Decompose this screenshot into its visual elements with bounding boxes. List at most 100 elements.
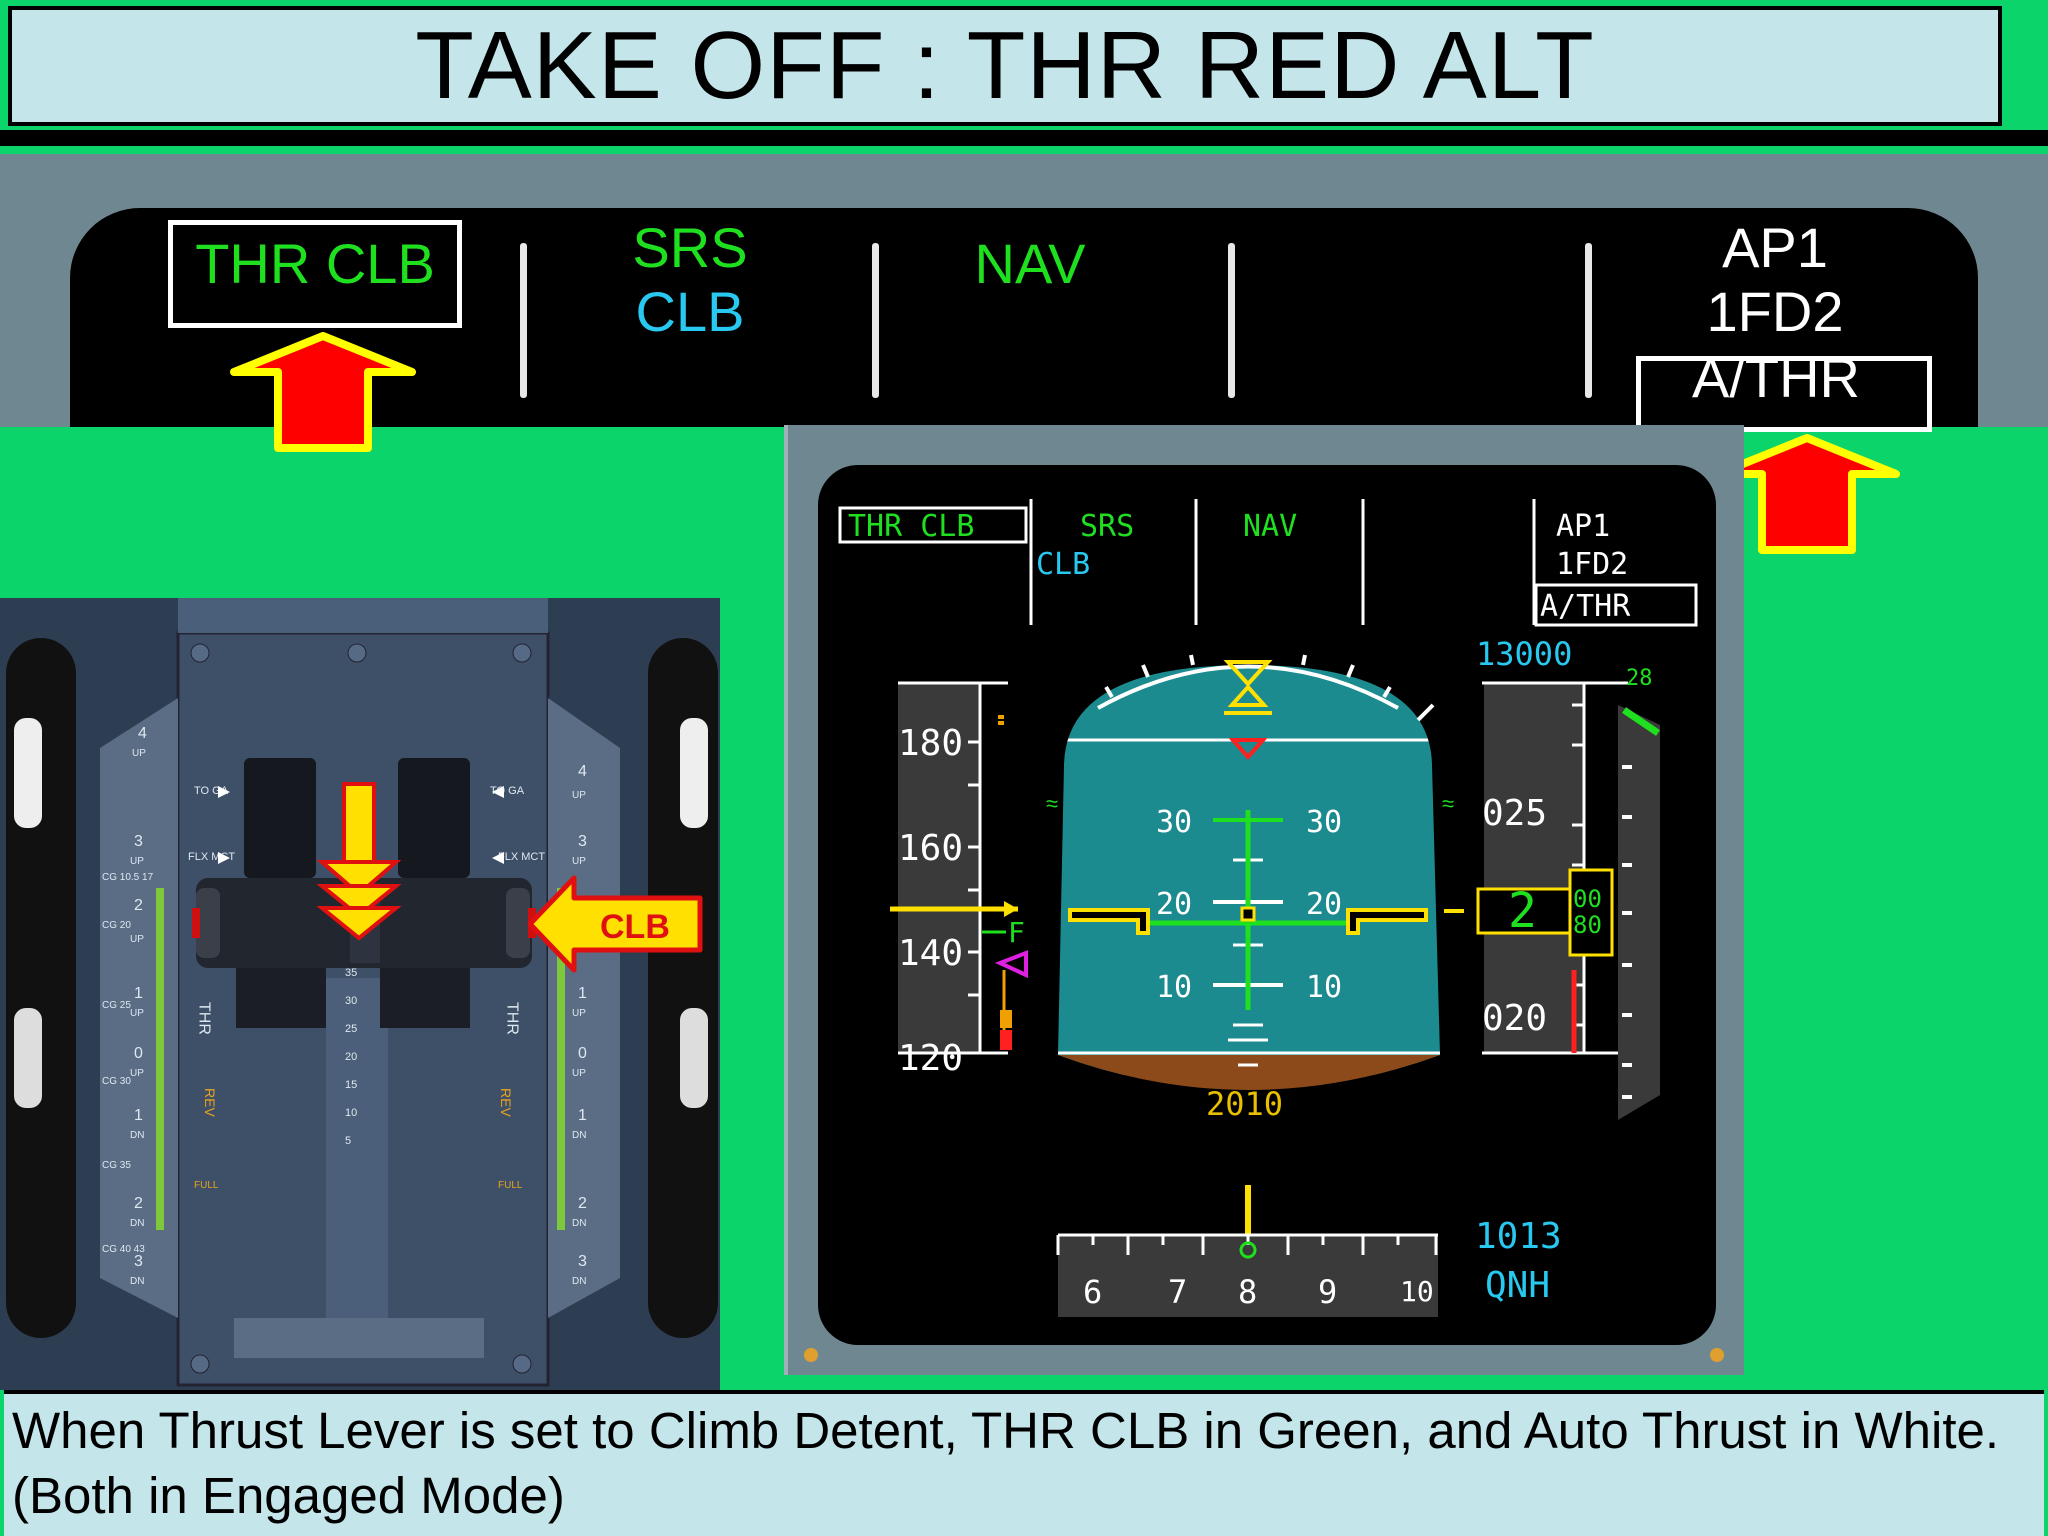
full-label: FULL [498,1180,523,1191]
pitch-label: 20 [1156,887,1192,922]
scale-number: 2 [134,897,143,914]
bank-pointer-icon [1223,660,1273,687]
fma-col5-athr: A/THR [1692,346,1860,409]
center-scale-label: 20 [345,1051,357,1063]
fma-col3-lateral-mode: NAV [974,232,1086,295]
scale-number: 4 [138,725,147,742]
center-scale-label: 10 [345,1107,357,1119]
scale-direction: UP [130,856,144,867]
green-scale-bar [156,888,164,1230]
divider [0,130,2048,146]
arrow-up-icon [230,332,416,452]
fma-divider [1585,243,1592,398]
speed-tick-label: 160 [898,828,963,869]
scale-number: 3 [134,1253,143,1270]
center-scale-label: 25 [345,1023,357,1035]
rev-label: REV [498,1088,514,1117]
pitch-label: 30 [1306,805,1342,840]
green-scale-bar [557,888,565,1230]
altitude-tick-label: 025 [1482,793,1547,834]
fma-divider [1228,243,1235,398]
center-scale-label: 15 [345,1079,357,1091]
scale-direction: DN [130,1276,144,1287]
baro-mode: QNH [1485,1265,1550,1306]
center-scale-label: 5 [345,1135,351,1147]
pfd-display: THR CLB SRS CLB NAV AP1 1FD2 A/THR 180 1… [838,499,1698,1317]
speed-tick-label: 180 [898,723,963,764]
scale-number: 3 [578,833,587,850]
scale-number: 3 [578,1253,587,1270]
cg-label: CG 20 [102,920,131,931]
aircraft-symbol-center [1240,906,1256,922]
scale-direction: UP [130,1008,144,1019]
heading-scale [1058,1235,1438,1317]
clb-callout-label: CLB [600,908,670,946]
pfd-fma-ap: AP1 [1556,509,1610,544]
aircraft-symbol-right [1346,908,1428,935]
scale-direction: UP [132,748,146,759]
thr-label: THR [504,1002,521,1035]
heading-tick-label: 6 [1083,1273,1102,1311]
title-bar: TAKE OFF : THR RED ALT [8,6,2002,126]
thrust-lever-1[interactable] [244,758,316,878]
scale-number: 0 [578,1045,587,1062]
scale-number: 1 [578,1107,587,1124]
altitude-drum-value: 80 [1573,911,1602,939]
bank-ticks [1104,654,1435,722]
speed-tape [898,683,980,1053]
pfd-fma-col2: SRS [1080,509,1134,544]
scale-number: 3 [134,833,143,850]
cg-label: CG 30 [102,1076,131,1087]
rev-label: REV [202,1088,218,1117]
scale-number: 4 [578,763,587,780]
scale-direction: DN [130,1130,144,1141]
pfd-fma-col1-box [838,506,1028,544]
scale-direction: DN [130,1218,144,1229]
cg-label: CG 35 [102,1160,131,1171]
scale-number: 1 [134,1107,143,1124]
pfd-fma-col1: THR CLB [848,509,974,544]
speed-tick-label: 140 [898,933,963,974]
baro-setting: 1013 [1475,1216,1562,1257]
f-speed-marker: F [1008,916,1025,949]
pitch-label: 30 [1156,805,1192,840]
scale-number: 2 [134,1195,143,1212]
altitude-tape [1484,683,1584,1053]
altitude-window [1476,887,1580,935]
scale-direction: UP [572,1008,586,1019]
scale-direction: DN [572,1218,586,1229]
sideslip-index-icon [1228,738,1268,761]
heading-tick-label: 7 [1168,1273,1187,1311]
altitude-target: 13000 [1476,635,1572,673]
cg-label: CG 25 [102,1000,131,1011]
cg-label: CG 40 43 [102,1244,145,1255]
scale-direction: UP [130,934,144,945]
arrow-left-icon [527,875,703,973]
scale-direction: UP [572,856,586,867]
full-label: FULL [194,1180,219,1191]
fma-col1-thrust-mode: THR CLB [195,232,435,295]
scale-direction: UP [130,1068,144,1079]
pfd-fma-athr: A/THR [1540,589,1631,624]
detent-label-flx-mct: FLX MCT [498,851,545,863]
speed-ticks [968,740,980,997]
altitude-drum [1568,868,1614,957]
fma-col1-box [168,220,462,328]
thr-label: THR [196,1002,213,1035]
fma-divider [520,243,527,398]
pfd-fma-col2-armed: CLB [1036,547,1090,582]
fma-col5-ap: AP1 [1722,216,1828,279]
cg-label: CG 10.5 17 [102,872,154,883]
vertical-speed-value: 28 [1626,666,1653,691]
speed-trend-icon [994,950,1028,979]
center-scale-label: 30 [345,995,357,1007]
divider [0,146,2048,154]
heading-tick-label: 8 [1238,1273,1257,1311]
svg-text:≈: ≈ [1442,791,1454,816]
scale-number: 2 [578,1195,587,1212]
altitude-drum-value: 00 [1573,885,1602,913]
arrow-down-icon [316,782,402,941]
scale-number: 0 [134,1045,143,1062]
screw-icon [1710,1348,1724,1362]
thrust-lever-2[interactable] [398,758,470,878]
